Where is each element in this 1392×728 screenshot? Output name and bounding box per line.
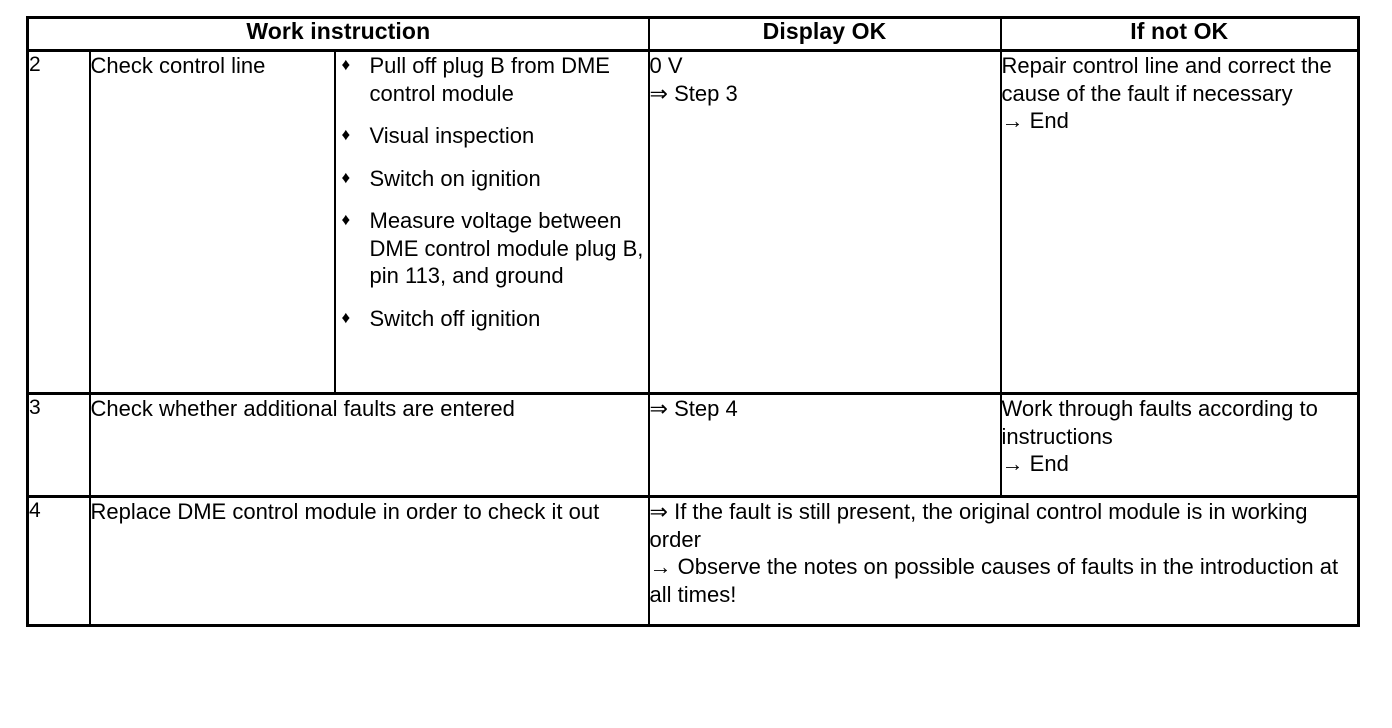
work-instruction-table: Work instruction Display OK If not OK 2 … (25, 16, 1361, 627)
if-not-ok-next-step: → End (1002, 107, 1358, 135)
table-row: 2 Check control line ♦ Pull off plug B f… (26, 50, 1361, 395)
result-cell: ⇒ If the fault is still present, the ori… (648, 496, 1361, 627)
result-primary-text: If the fault is still present, the origi… (649, 499, 1308, 552)
if-not-ok-action: Repair control line and correct the caus… (1001, 53, 1332, 106)
display-ok-cell: 0 V ⇒ Step 3 (648, 50, 1002, 395)
result-note: → Observe the notes on possible causes o… (650, 553, 1358, 608)
list-item: ♦ Pull off plug B from DME control modul… (336, 52, 648, 107)
instruction-text: Check whether additional faults are ente… (90, 396, 515, 421)
instruction-text: Replace DME control module in order to c… (90, 499, 600, 524)
display-ok-next-step: ⇒ Step 3 (650, 80, 1000, 108)
display-ok-next-step-text: Step 4 (674, 396, 738, 421)
if-not-ok-cell: Work through faults according to instruc… (1000, 393, 1361, 498)
display-ok-next-step-text: Step 3 (674, 80, 738, 106)
list-item-text: Visual inspection (369, 123, 535, 148)
instruction-cell: Check whether additional faults are ente… (89, 393, 650, 498)
result-primary: ⇒ If the fault is still present, the ori… (650, 498, 1358, 553)
double-arrow-icon: ⇒ (649, 499, 668, 524)
instruction-cell: Replace DME control module in order to c… (89, 496, 650, 627)
double-arrow-icon: ⇒ (649, 80, 668, 106)
if-not-ok-next-step: → End (1002, 450, 1358, 478)
list-item: ♦ Switch on ignition (336, 165, 648, 193)
header-display-ok: Display OK (647, 16, 1002, 52)
diamond-bullet-icon: ♦ (341, 307, 351, 327)
table-body: 2 Check control line ♦ Pull off plug B f… (26, 50, 1361, 627)
double-arrow-icon: ⇒ (649, 396, 668, 421)
list-item: ♦ Measure voltage between DME control mo… (336, 207, 648, 290)
list-item-text: Switch off ignition (369, 305, 541, 331)
header-if-not-ok: If not OK (1000, 16, 1361, 52)
if-not-ok-next-step-text: End (1029, 108, 1069, 133)
if-not-ok-action: Work through faults according to instruc… (1001, 396, 1318, 449)
instruction-bullets-cell: ♦ Pull off plug B from DME control modul… (334, 50, 650, 395)
diamond-bullet-icon: ♦ (341, 167, 351, 187)
diamond-bullet-icon: ♦ (341, 125, 351, 144)
display-ok-cell: ⇒ Step 4 (648, 393, 1002, 498)
single-arrow-icon: → (649, 554, 672, 579)
table-row: 4 Replace DME control module in order to… (26, 496, 1361, 627)
result-note-text: Observe the notes on possible causes of … (649, 554, 1339, 607)
list-item-text: Measure voltage between DME control modu… (369, 208, 644, 288)
step-number-cell: 4 (26, 496, 91, 627)
instruction-text: Check control line (90, 53, 266, 78)
header-display-ok-label: Display OK (762, 18, 887, 44)
single-arrow-icon: → (1001, 108, 1024, 133)
list-item: ♦ Switch off ignition (336, 305, 648, 333)
header-work-instruction-label: Work instruction (246, 18, 431, 44)
single-arrow-icon: → (1001, 451, 1024, 476)
diamond-bullet-icon: ♦ (341, 55, 351, 74)
diamond-bullet-icon: ♦ (341, 210, 351, 229)
header-if-not-ok-label: If not OK (1130, 18, 1229, 44)
if-not-ok-cell: Repair control line and correct the caus… (1000, 50, 1361, 395)
table-header: Work instruction Display OK If not OK (25, 16, 1361, 52)
header-work-instruction: Work instruction (25, 16, 649, 52)
display-ok-value: 0 V (649, 53, 683, 78)
bullet-list: ♦ Pull off plug B from DME control modul… (336, 52, 648, 332)
header-row: Work instruction Display OK If not OK (25, 16, 1361, 52)
list-item-text: Pull off plug B from DME control module (369, 53, 610, 106)
step-number-cell: 2 (26, 50, 91, 395)
step-number-cell: 3 (26, 393, 91, 498)
list-item: ♦ Visual inspection (336, 122, 648, 150)
list-item-text: Switch on ignition (369, 165, 541, 191)
table-row: 3 Check whether additional faults are en… (26, 393, 1361, 498)
if-not-ok-next-step-text: End (1029, 451, 1069, 476)
display-ok-next-step: ⇒ Step 4 (650, 395, 1000, 423)
instruction-cell: Check control line (89, 50, 336, 395)
